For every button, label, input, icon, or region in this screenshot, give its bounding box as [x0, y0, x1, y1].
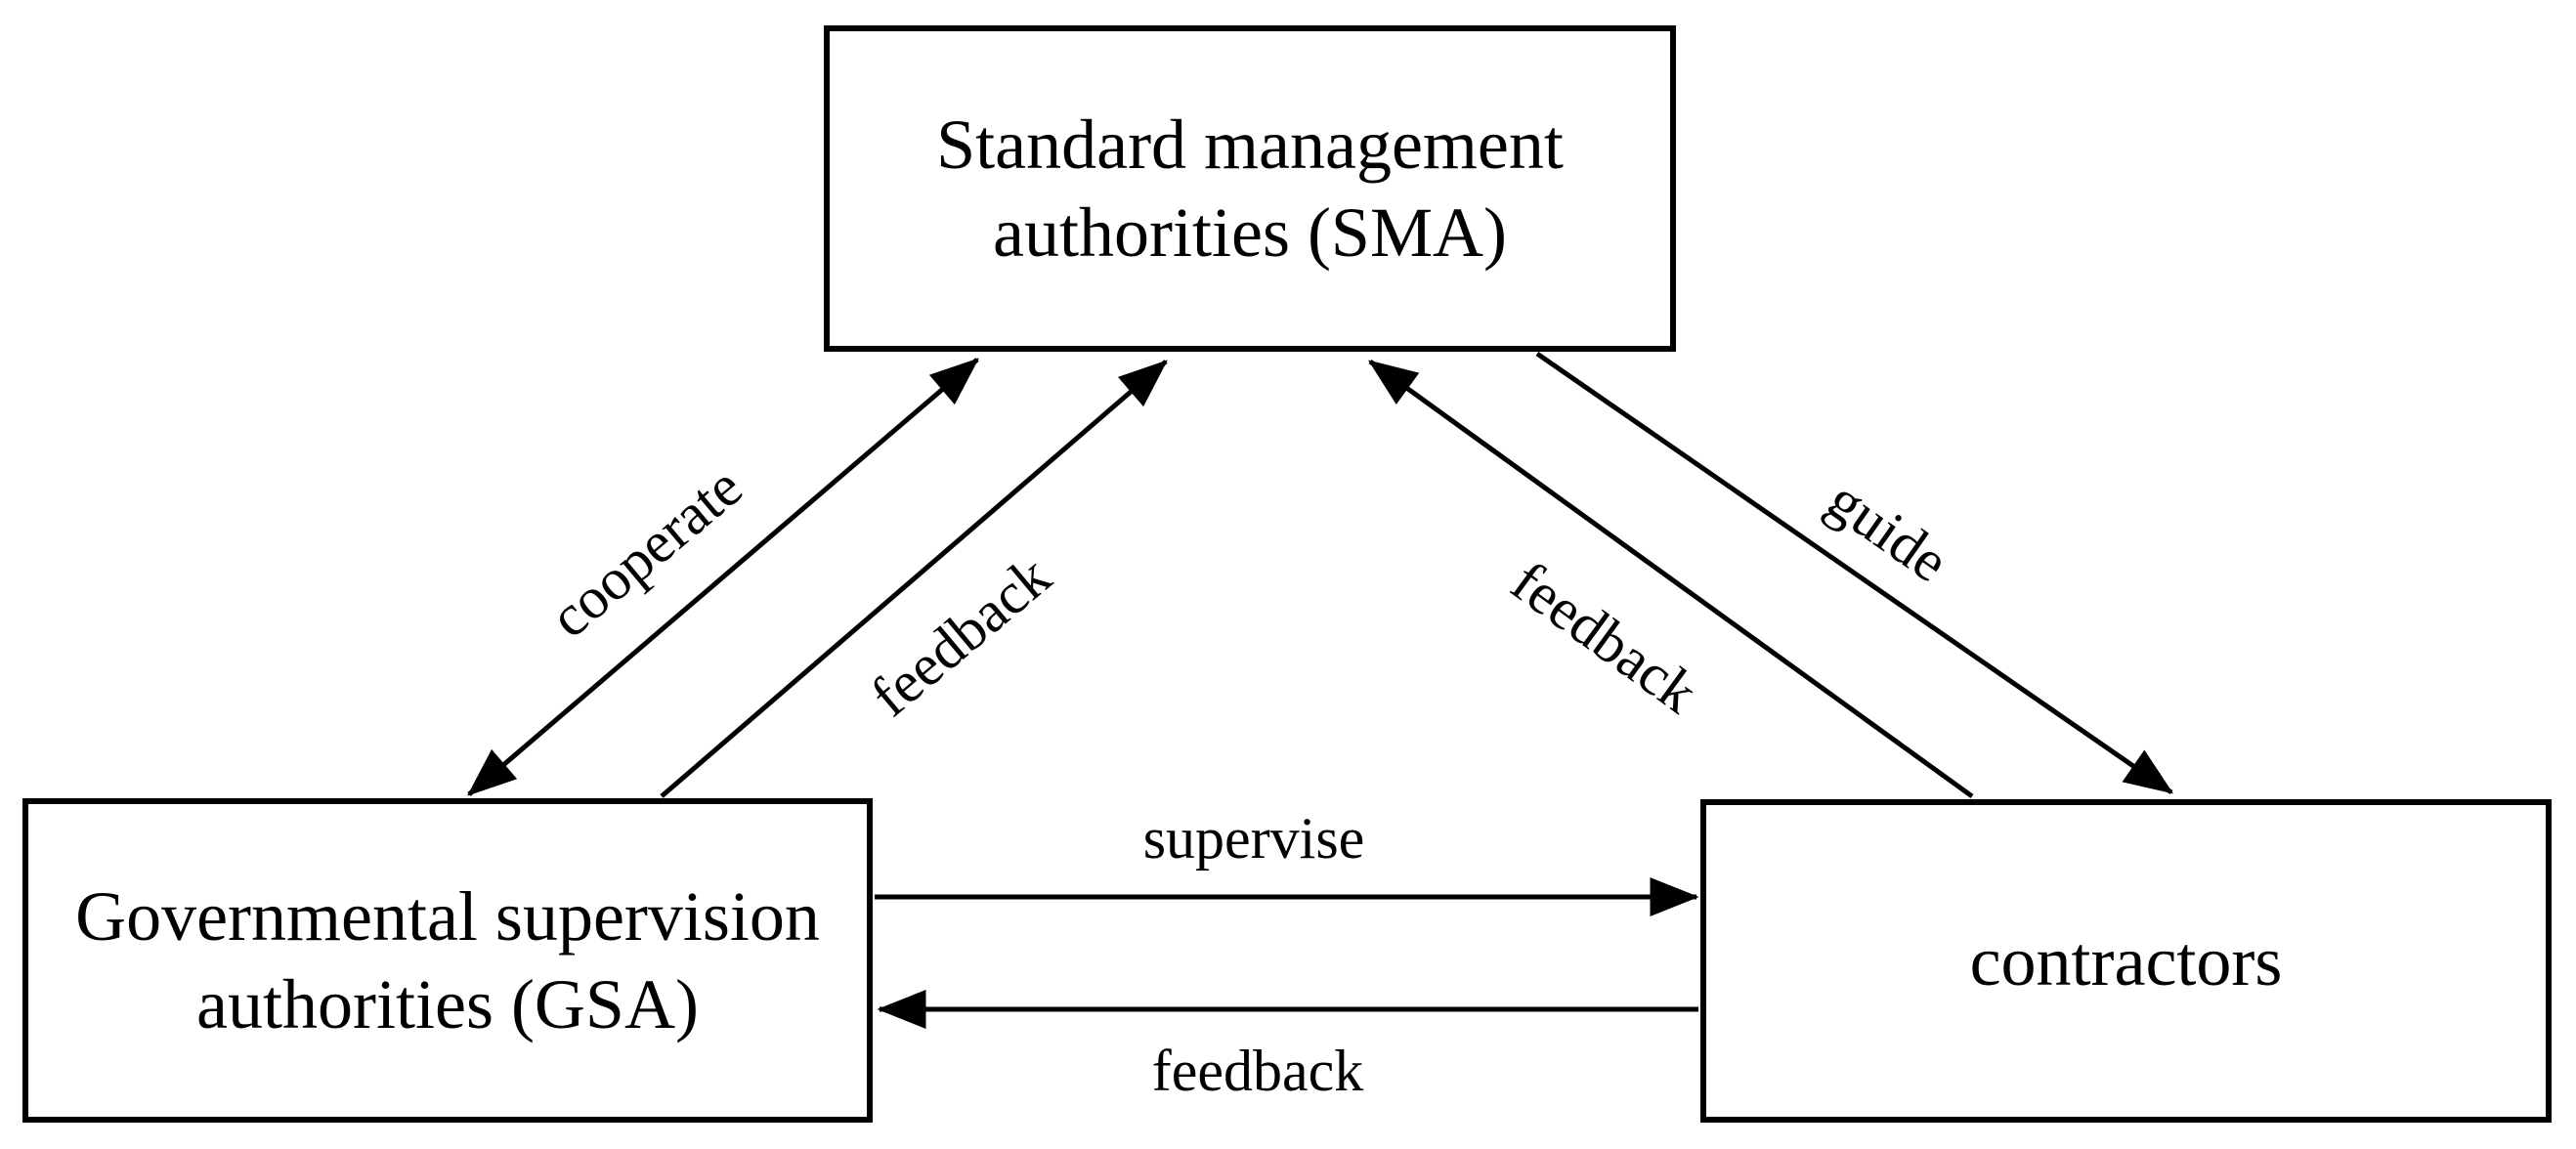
edge-label-supervise: supervise	[1142, 806, 1365, 871]
node-sma: Standard management authorities (SMA)	[824, 25, 1676, 352]
arrow-cooperate-bidirectional	[467, 358, 979, 796]
node-gsa: Governmental supervision authorities (GS…	[22, 798, 873, 1123]
arrow-feedback-gsa-to-sma	[660, 360, 1168, 798]
arrow-feedback-contractors-to-sma	[1367, 359, 1974, 799]
node-contractors: contractors	[1700, 799, 2552, 1123]
edge-label-feedback-bottom: feedback	[1151, 1039, 1364, 1103]
arrow-guide-sma-to-contractors	[1535, 351, 2174, 795]
